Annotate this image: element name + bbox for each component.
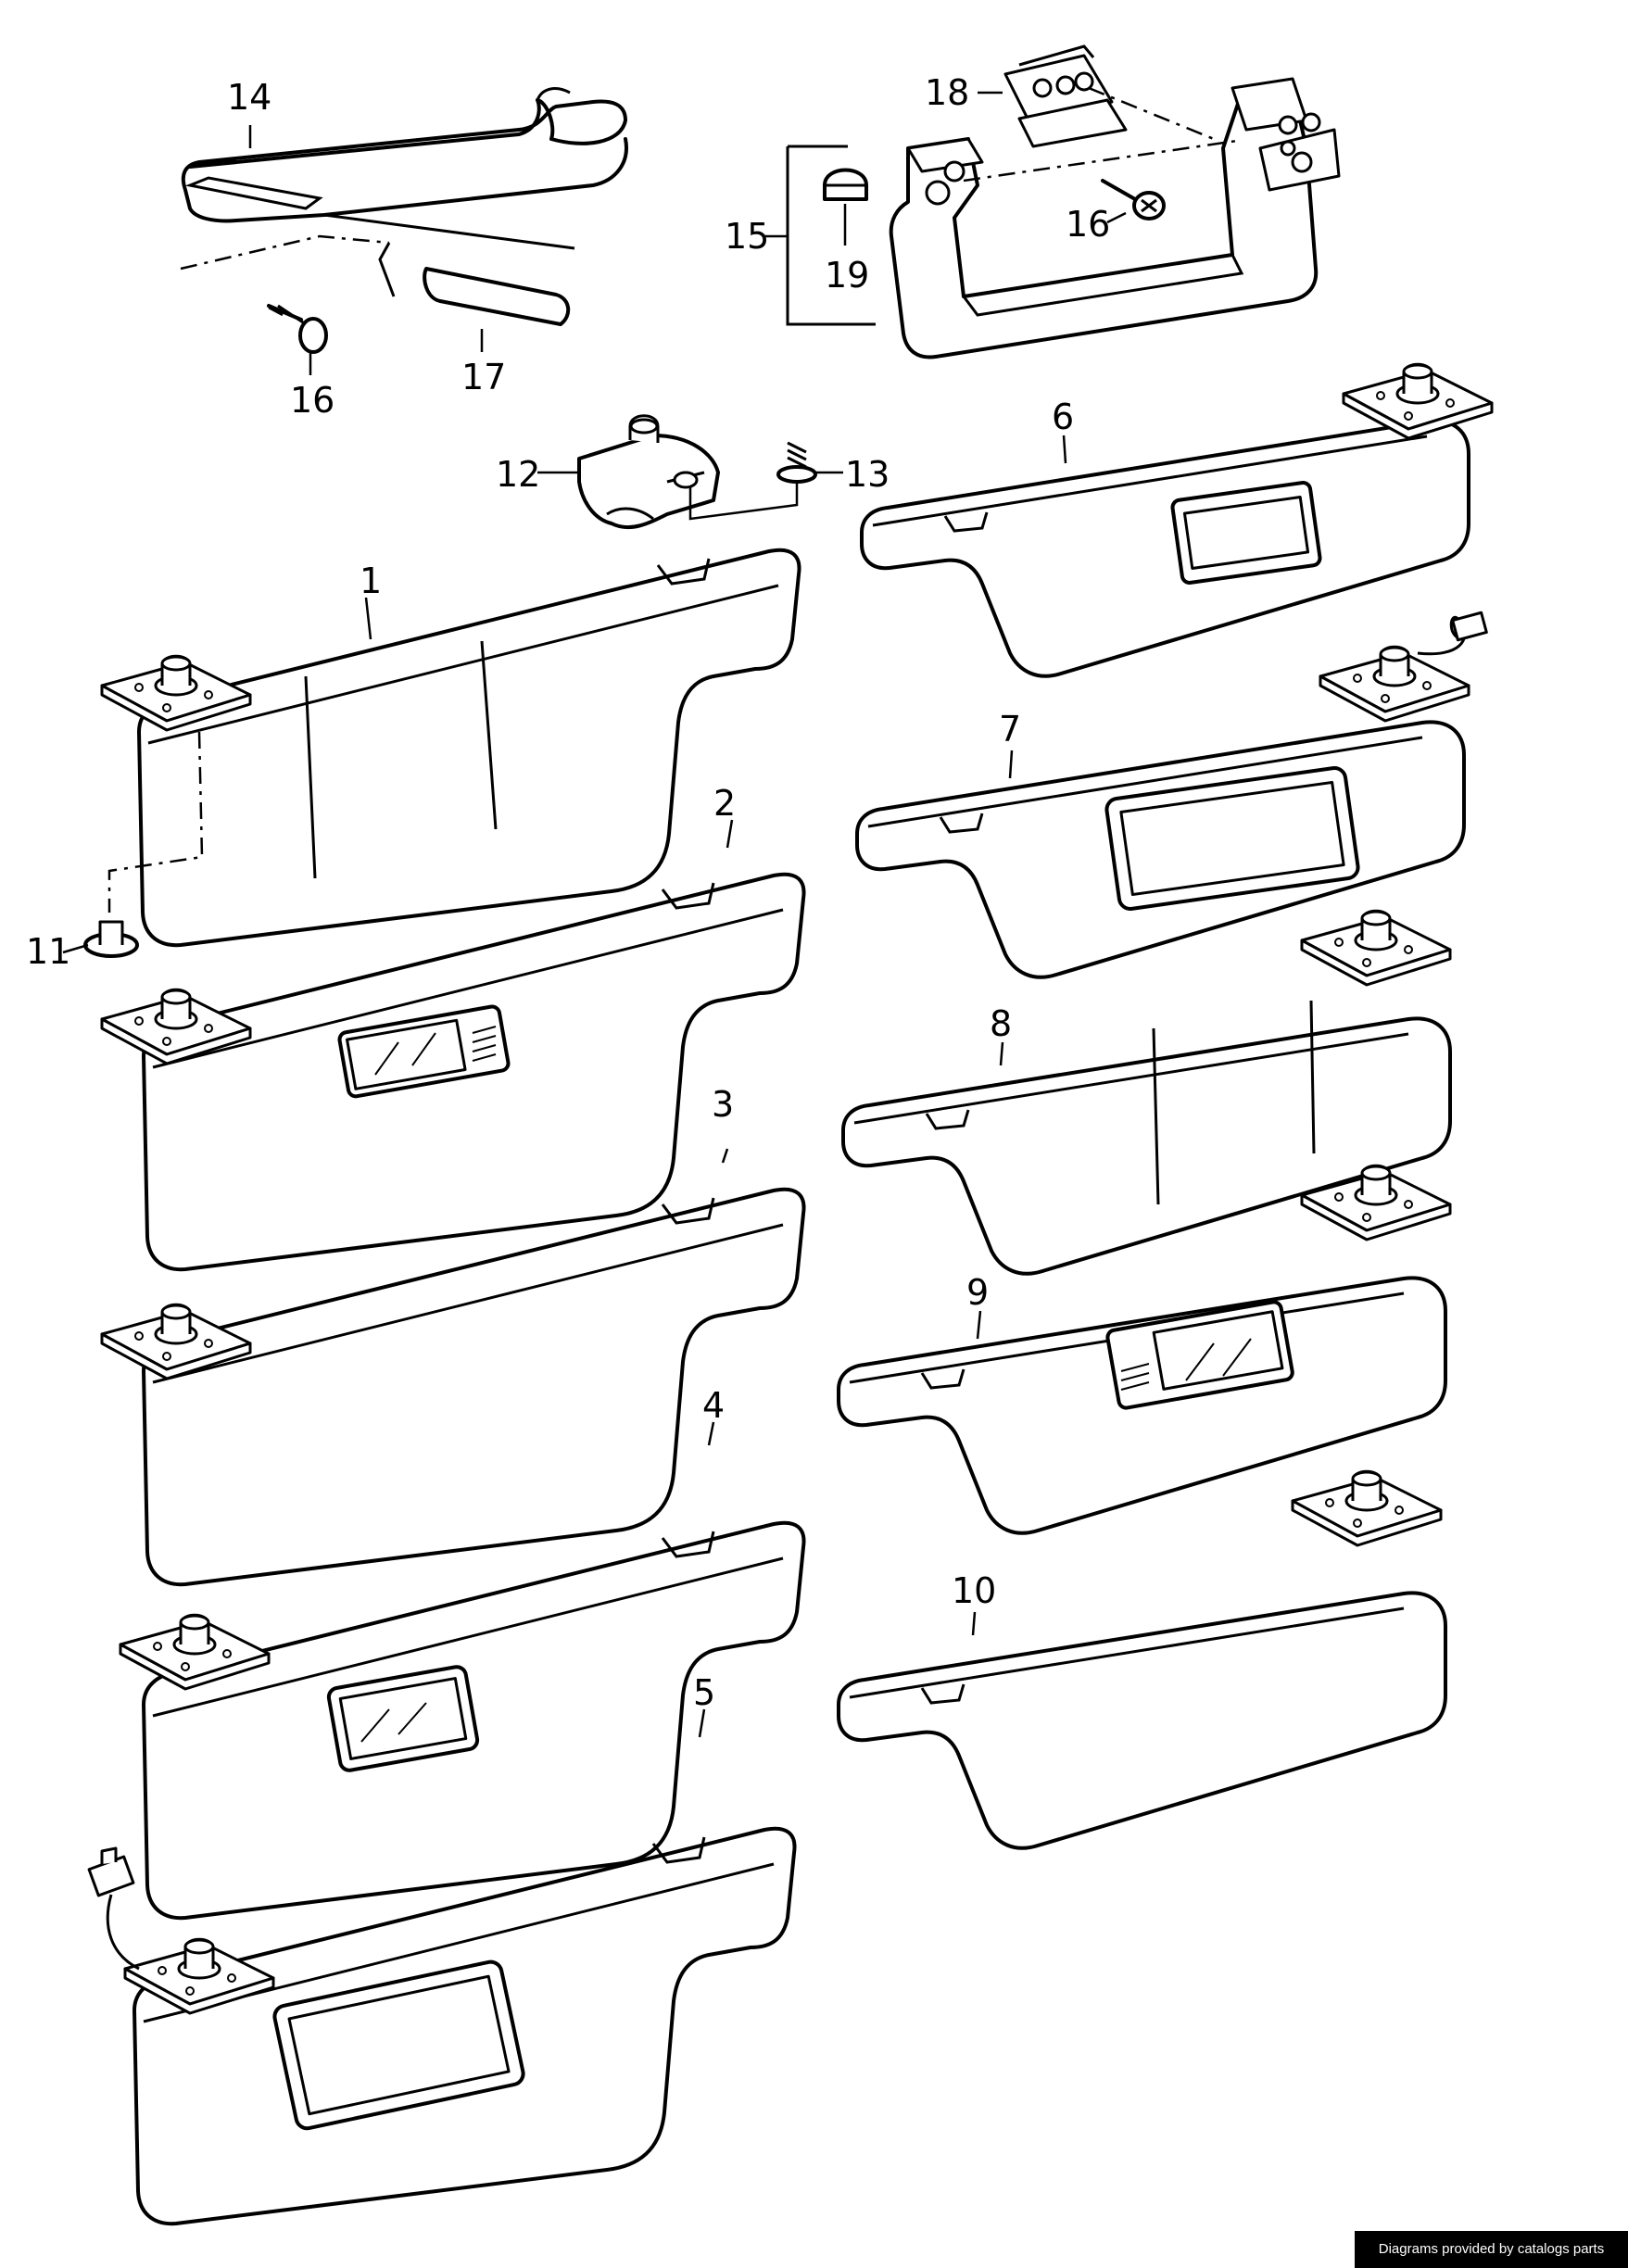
cover-cap: [423, 267, 571, 326]
sun-visor-2: [100, 872, 806, 1272]
pivot-pin: [83, 920, 139, 958]
callout-8: 8: [990, 1003, 1012, 1044]
callout-6: 6: [1052, 397, 1074, 437]
callout-16: 16: [290, 380, 334, 421]
callout-9: 9: [966, 1272, 989, 1313]
callout-5: 5: [693, 1672, 715, 1713]
diagram-credit: Diagrams provided by catalogs parts: [1355, 2231, 1628, 2268]
folding-grab-handle: [889, 77, 1341, 359]
callout-16: 16: [1066, 204, 1110, 245]
sun-visor-5: [87, 1826, 797, 2226]
sun-visor-1: [100, 548, 801, 948]
screw: [776, 441, 817, 484]
sun-visor-10: [837, 1469, 1447, 1850]
callout-13: 13: [845, 454, 890, 495]
sun-visor-7: [855, 611, 1488, 979]
callout-2: 2: [713, 783, 736, 824]
screw: [1101, 179, 1166, 220]
bracket: [1003, 44, 1128, 148]
sun-visor-4: [119, 1520, 806, 1921]
callout-12: 12: [496, 454, 540, 495]
callout-15: 15: [725, 216, 769, 257]
callout-10: 10: [952, 1570, 996, 1611]
sun-visor-8: [841, 909, 1452, 1276]
callout-4: 4: [702, 1385, 725, 1426]
grab-handle: [181, 87, 628, 250]
sun-visor-9: [837, 1164, 1452, 1535]
callout-11: 11: [26, 931, 70, 972]
callout-18: 18: [925, 72, 969, 113]
callout-14: 14: [227, 77, 271, 118]
callout-7: 7: [999, 709, 1021, 750]
callout-3: 3: [712, 1084, 734, 1125]
sun-visor-6: [860, 362, 1494, 678]
callout-17: 17: [461, 357, 506, 397]
visor-clip: [577, 414, 720, 530]
callout-19: 19: [825, 255, 869, 296]
cap: [823, 168, 868, 201]
callout-1: 1: [360, 561, 382, 601]
screw: [267, 304, 328, 354]
